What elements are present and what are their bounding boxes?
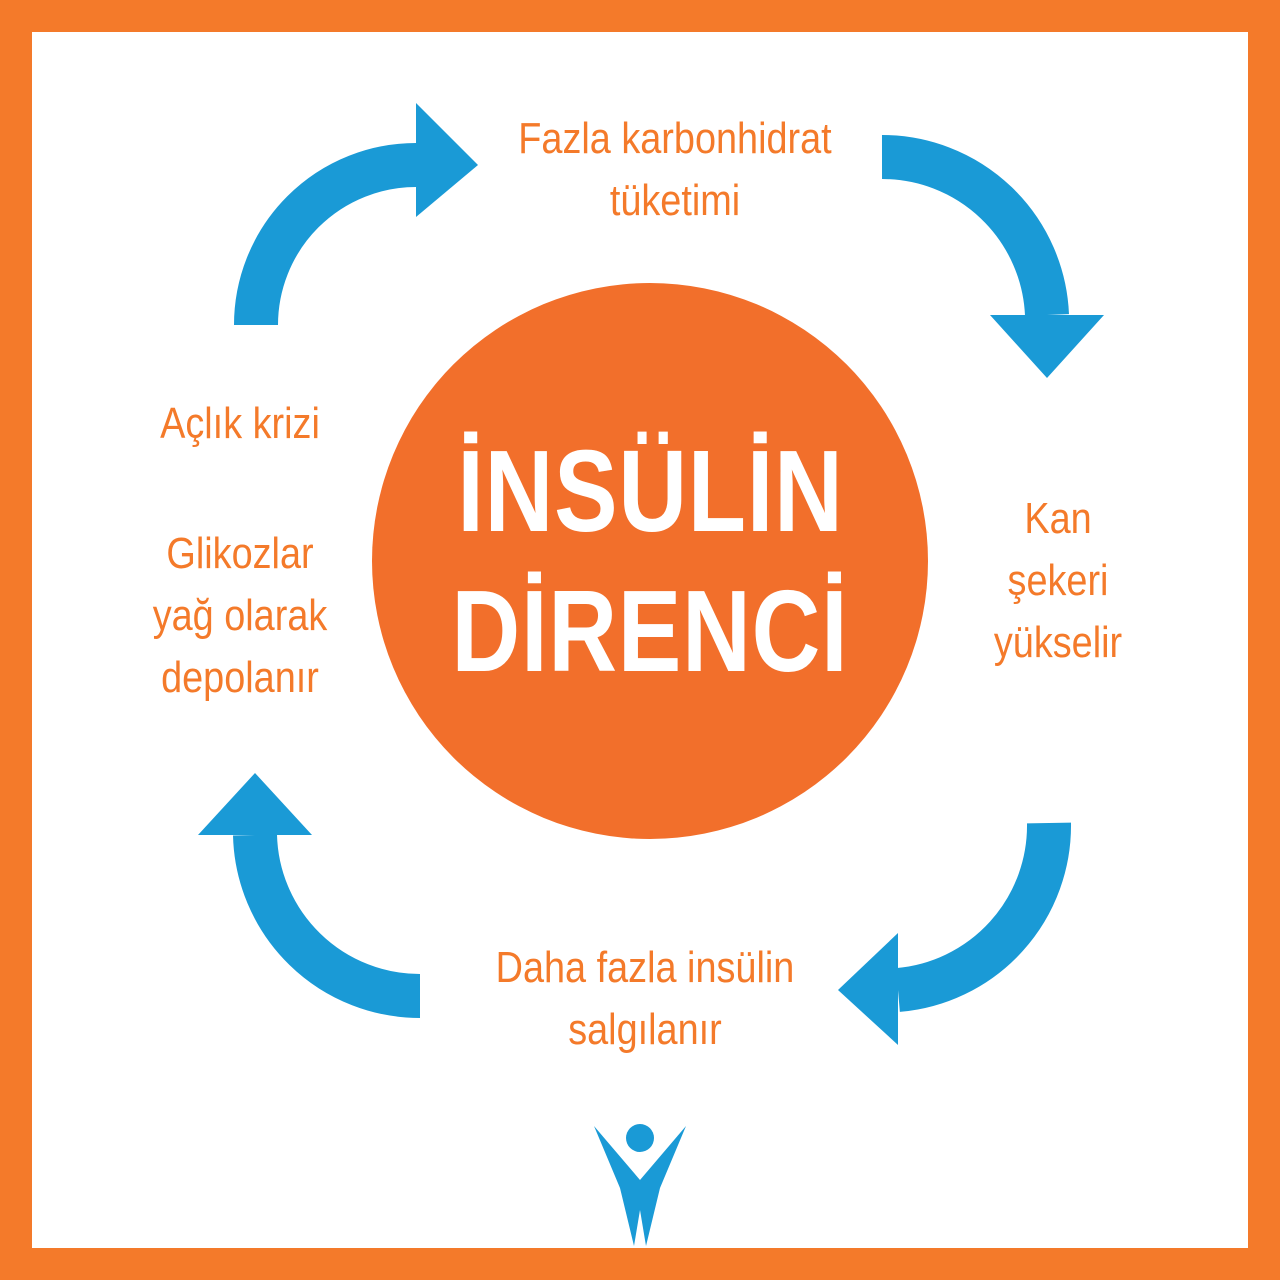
step-left-lower-line2: yağ olarak: [152, 591, 328, 640]
step-top-line1: Fazla karbonhidrat: [518, 114, 832, 163]
curved-arrow-icon: [198, 773, 421, 1018]
step-right-line2: şekeri: [1007, 556, 1109, 605]
step-right: Kan şekeri yükselir: [972, 488, 1144, 674]
step-top: Fazla karbonhidrat tüketimi: [499, 108, 852, 232]
step-bottom-line2: salgılanır: [568, 1005, 722, 1054]
step-right-line1: Kan: [1024, 494, 1092, 543]
curved-arrow-icon: [234, 103, 478, 326]
person-logo-icon: [594, 1124, 686, 1246]
step-left-lower: Glikozlar yağ olarak depolanır: [128, 523, 352, 709]
step-left-upper: Açlık krizi: [137, 393, 343, 455]
curved-arrow-icon: [838, 822, 1072, 1045]
step-top-line2: tüketimi: [609, 176, 741, 225]
step-left-upper-line1: Açlık krizi: [160, 399, 320, 448]
center-title-line1: İNSÜLİN: [456, 426, 844, 556]
step-left-lower-line1: Glikozlar: [166, 529, 314, 578]
step-bottom: Daha fazla insülin salgılanır: [469, 937, 822, 1061]
step-bottom-line1: Daha fazla insülin: [495, 943, 795, 992]
step-left-lower-line3: depolanır: [161, 653, 319, 702]
center-title-line2: DİRENCİ: [451, 566, 849, 696]
curved-arrow-icon: [881, 134, 1104, 378]
step-right-line3: yükselir: [993, 618, 1123, 667]
center-circle: İNSÜLİN DİRENCİ: [372, 283, 928, 839]
